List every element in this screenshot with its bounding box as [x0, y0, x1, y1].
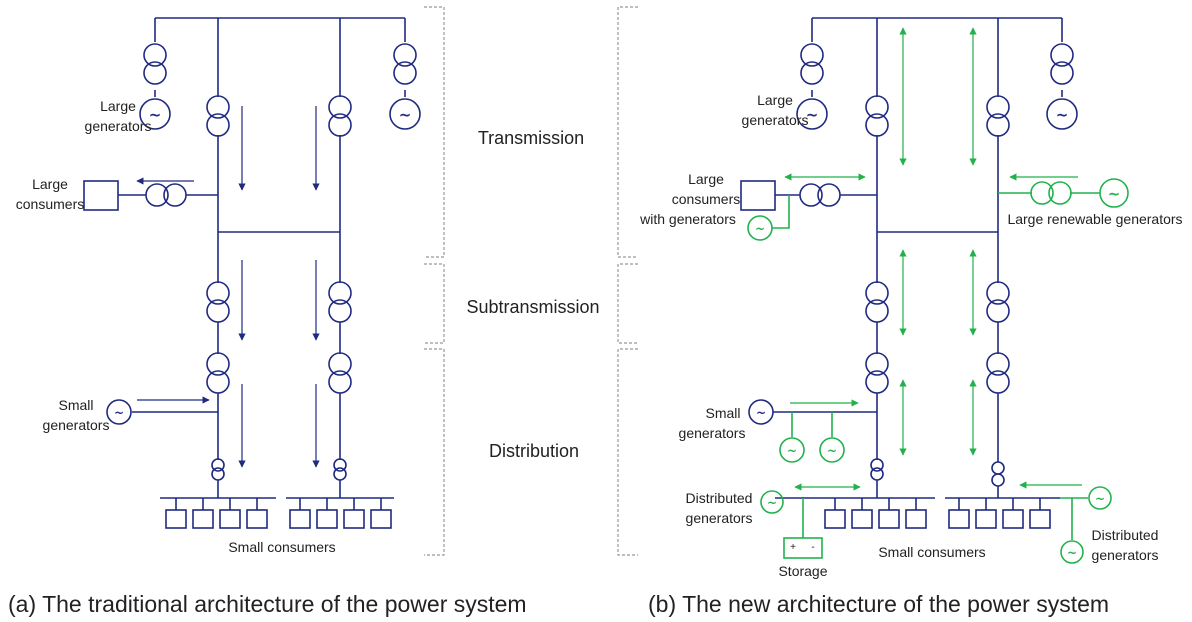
generator-icon: ~ [819, 437, 845, 463]
small-consumers-label: Small consumers [878, 544, 985, 560]
generator-icon: ~ [1046, 98, 1078, 130]
storage-battery [783, 537, 823, 559]
right-labels: Large generators Large consumers with ge… [639, 92, 1182, 579]
generator-icon: ~ [139, 98, 171, 130]
svg-text:~: ~ [806, 106, 819, 124]
large-consumers-label-3: with generators [639, 211, 736, 227]
transformer-icon [800, 43, 824, 85]
large-consumers-label-2: consumers [16, 196, 84, 212]
generator-icon: ~ [106, 399, 132, 425]
svg-text:~: ~ [149, 106, 162, 124]
transformer-icon [206, 352, 230, 394]
small-consumers-label: Small consumers [228, 539, 335, 555]
bidirectional-flow-arrows [784, 27, 1082, 491]
distributed-generators-left-label-1: Distributed [686, 490, 753, 506]
svg-text:~: ~ [756, 406, 766, 420]
generator-icon: ~ [747, 215, 773, 241]
transformer-icon [865, 95, 889, 137]
transformer-icon [328, 95, 352, 137]
svg-text:-: - [811, 542, 814, 553]
generator-icon: ~ [1099, 178, 1129, 208]
generator-icon: ~ [796, 98, 828, 130]
generator-icon: ~ [748, 399, 774, 425]
section-transmission: Transmission [478, 128, 584, 148]
transformer-icon [799, 183, 841, 207]
transformer-icon [1050, 43, 1074, 85]
large-consumers-label-2: consumers [672, 191, 740, 207]
generator-icon: ~ [1060, 540, 1084, 564]
transformer-icon [333, 458, 347, 481]
transformer-icon [865, 281, 889, 323]
distributed-generators-right-label-1: Distributed [1092, 527, 1159, 543]
small-generators-label-2: generators [679, 425, 746, 441]
transformer-icon [145, 183, 187, 207]
transformer-icon [206, 95, 230, 137]
transformer-icon [328, 281, 352, 323]
transformer-icon [986, 281, 1010, 323]
transformer-icon [986, 352, 1010, 394]
svg-text:+: + [790, 542, 796, 553]
transformer-icon [211, 458, 225, 481]
svg-text:~: ~ [755, 222, 765, 236]
small-consumer-group [824, 498, 1051, 529]
storage-label: Storage [778, 563, 827, 579]
large-consumer-box [83, 180, 119, 211]
svg-text:~: ~ [1067, 546, 1077, 560]
generator-icon: ~ [779, 437, 805, 463]
transformer-icon [143, 43, 167, 85]
generator-icon: ~ [1088, 486, 1112, 510]
small-generators-label-1: Small [58, 397, 93, 413]
large-consumers-label-1: Large [32, 176, 68, 192]
svg-text:~: ~ [114, 406, 124, 420]
transformer-icon [328, 352, 352, 394]
transformer-icon [393, 43, 417, 85]
transformer-icon [991, 461, 1005, 487]
large-generators-label-1: Large [757, 92, 793, 108]
section-distribution: Distribution [489, 441, 579, 461]
section-brackets [424, 6, 638, 556]
svg-text:~: ~ [787, 444, 797, 458]
left-labels: Large generators Large consumers Small g… [16, 98, 336, 555]
traditional-architecture-diagram: ~ ~ ~ [83, 17, 421, 529]
svg-text:~: ~ [827, 444, 837, 458]
caption-a: (a) The traditional architecture of the … [8, 591, 527, 617]
large-generators-label-2: generators [742, 112, 809, 128]
svg-text:~: ~ [399, 106, 412, 124]
large-consumer-box [740, 180, 776, 211]
small-generators-label-1: Small [705, 405, 740, 421]
large-generators-label-2: generators [85, 118, 152, 134]
small-consumer-group [165, 498, 392, 529]
distributed-generators-right-label-2: generators [1092, 547, 1159, 563]
section-subtransmission: Subtransmission [466, 297, 599, 317]
generator-icon: ~ [389, 98, 421, 130]
new-green-elements: ~ ~ ~ ~ ~ + - ~ ~ [747, 27, 1129, 564]
transformer-icon [865, 352, 889, 394]
svg-text:~: ~ [1056, 106, 1069, 124]
transformer-icon [986, 95, 1010, 137]
distributed-generators-left-label-2: generators [686, 510, 753, 526]
large-generators-label-1: Large [100, 98, 136, 114]
svg-text:~: ~ [767, 496, 777, 510]
transformer-icon [1030, 181, 1072, 205]
generator-icon: ~ [760, 490, 784, 514]
svg-text:~: ~ [1095, 492, 1105, 506]
transformer-icon [206, 281, 230, 323]
large-renewable-generators-label: Large renewable generators [1007, 211, 1182, 227]
new-architecture-diagram: ~ ~ ~ [740, 17, 1078, 529]
small-generators-label-2: generators [43, 417, 110, 433]
transformer-icon [870, 458, 884, 481]
large-consumers-label-1: Large [688, 171, 724, 187]
svg-text:~: ~ [1108, 185, 1121, 203]
power-flow-arrows [136, 106, 320, 468]
caption-b: (b) The new architecture of the power sy… [648, 591, 1109, 617]
